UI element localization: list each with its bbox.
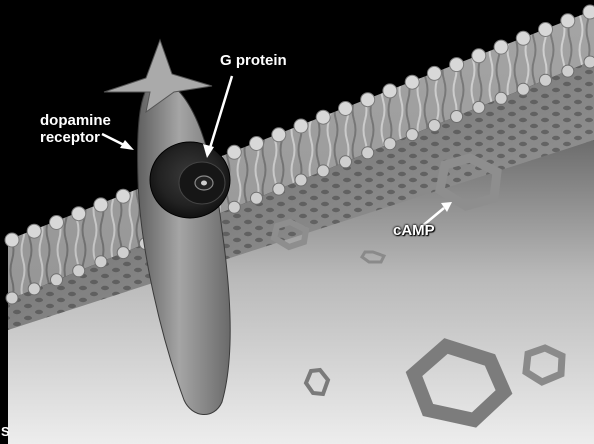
- lipid-head: [27, 224, 41, 238]
- lipid-head: [28, 283, 40, 295]
- lipid-head: [495, 92, 507, 104]
- lipid-head: [227, 145, 241, 159]
- lipid-head: [428, 120, 440, 132]
- lipid-head: [427, 66, 441, 80]
- lipid-head: [295, 174, 307, 186]
- lipid-head: [340, 156, 352, 168]
- lipid-head: [6, 292, 18, 304]
- lipid-head: [73, 265, 85, 277]
- lipid-head: [450, 58, 464, 72]
- lipid-head: [94, 198, 108, 212]
- lipid-head: [116, 189, 130, 203]
- g-protein: [150, 142, 230, 218]
- g-protein-label: G protein: [220, 52, 287, 69]
- camp-label: cAMP: [393, 222, 435, 239]
- lipid-head: [316, 110, 330, 124]
- lipid-head: [561, 14, 575, 28]
- lipid-head: [383, 84, 397, 98]
- lipid-head: [50, 216, 64, 230]
- lipid-head: [362, 147, 374, 159]
- lipid-head: [361, 93, 375, 107]
- lipid-head: [384, 138, 396, 150]
- lipid-head: [472, 49, 486, 63]
- dopamine-receptor-label: dopamine receptor: [40, 112, 111, 146]
- lipid-head: [517, 83, 529, 95]
- lipid-head: [72, 207, 86, 221]
- lipid-head: [540, 74, 552, 86]
- lipid-head: [294, 119, 308, 133]
- lipid-head: [5, 233, 19, 247]
- corner-mark: S: [1, 424, 10, 439]
- lipid-head: [473, 101, 485, 113]
- dopamine-receptor-label-line1: dopamine: [40, 112, 111, 129]
- lipid-head: [272, 128, 286, 142]
- lipid-head: [117, 247, 129, 259]
- lipid-head: [250, 137, 264, 151]
- lipid-head: [251, 192, 263, 204]
- lipid-head: [539, 23, 553, 37]
- lipid-head: [451, 111, 463, 123]
- lipid-head: [317, 165, 329, 177]
- lipid-head: [584, 56, 594, 68]
- lipid-head: [562, 65, 574, 77]
- lipid-head: [516, 31, 530, 45]
- lipid-head: [494, 40, 508, 54]
- lipid-head: [405, 75, 419, 89]
- lipid-head: [406, 129, 418, 141]
- dopamine-receptor-label-line2: receptor: [40, 129, 111, 146]
- lipid-head: [339, 102, 353, 116]
- lipid-head: [583, 5, 594, 19]
- lipid-head: [51, 274, 63, 286]
- lipid-head: [228, 201, 240, 213]
- lipid-head: [273, 183, 285, 195]
- lipid-head: [95, 256, 107, 268]
